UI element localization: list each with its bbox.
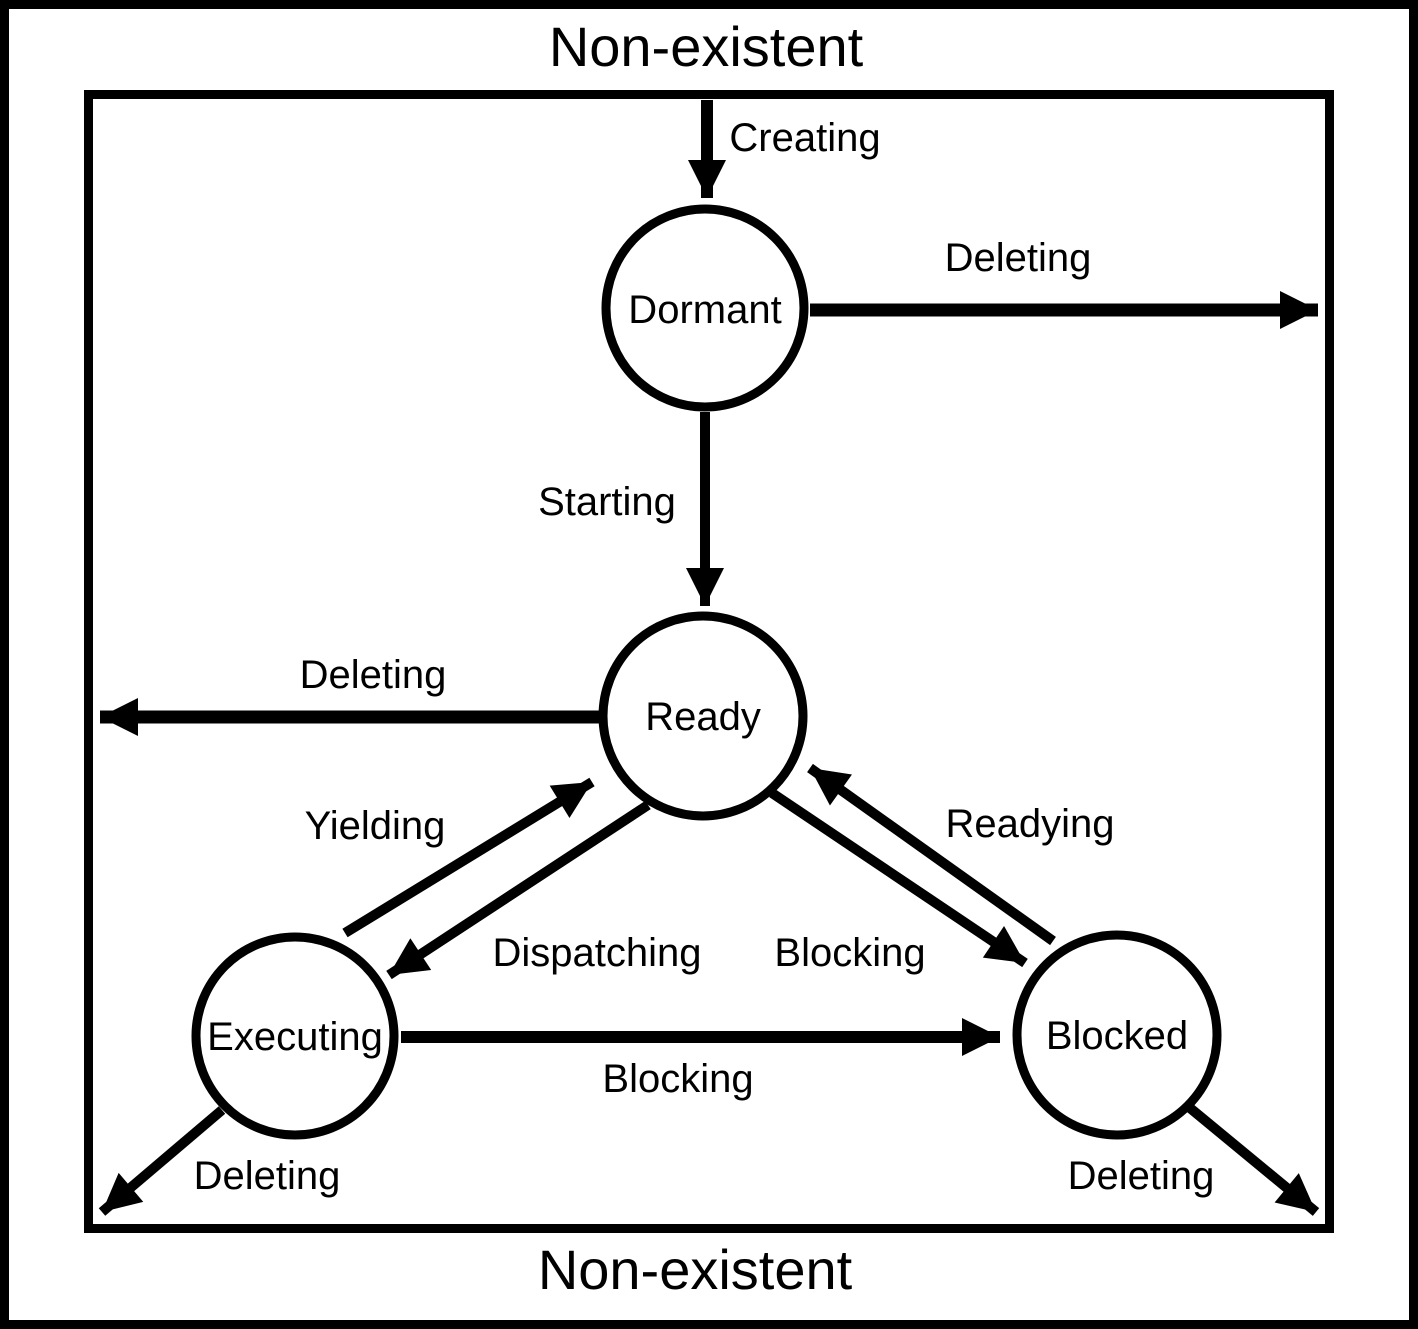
- transition-deleting-executing-label: Deleting: [193, 1154, 341, 1198]
- transition-deleting-ready-label: Deleting: [299, 653, 447, 697]
- transition-blocking-ready-label: Blocking: [774, 931, 926, 975]
- transition-readying-label: Readying: [945, 802, 1115, 846]
- arrow-deleting-from-blocked: [1186, 1104, 1320, 1216]
- transition-starting-label: Starting: [538, 480, 676, 524]
- transition-blocking-executing-label: Blocking: [602, 1057, 754, 1101]
- arrow-dispatching: [386, 800, 651, 980]
- arrow-yielding: [342, 777, 595, 938]
- state-ready-circle: [598, 611, 808, 821]
- non-existent-label-top: Non-existent: [548, 15, 864, 79]
- inner-boundary: [84, 90, 1334, 1233]
- transition-yielding-label: Yielding: [304, 804, 446, 848]
- state-executing-label: Executing: [207, 1015, 383, 1059]
- state-executing-circle: [191, 932, 399, 1140]
- transition-dispatching-label: Dispatching: [492, 931, 702, 975]
- state-dormant-label: Dormant: [628, 288, 782, 332]
- state-blocked-circle: [1012, 930, 1222, 1140]
- transition-deleting-dormant-label: Deleting: [944, 236, 1092, 280]
- arrow-readying: [807, 763, 1056, 946]
- state-blocked-label: Blocked: [1045, 1014, 1189, 1058]
- transition-creating-label: Creating: [729, 116, 881, 160]
- state-dormant-circle: [601, 204, 809, 412]
- arrow-deleting-from-executing: [98, 1106, 226, 1216]
- arrow-blocking-from-ready: [769, 788, 1028, 968]
- state-ready-label: Ready: [645, 695, 761, 739]
- non-existent-label-bottom: Non-existent: [537, 1238, 853, 1302]
- transition-deleting-blocked-label: Deleting: [1067, 1154, 1215, 1198]
